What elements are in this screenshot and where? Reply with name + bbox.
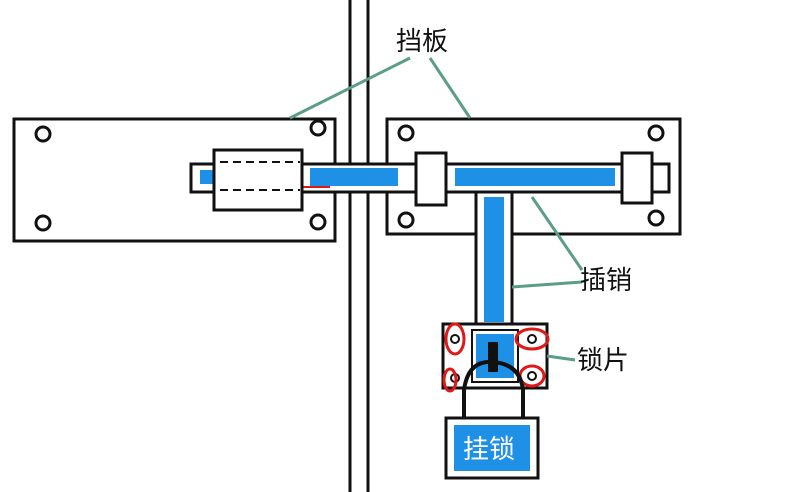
screw-hole <box>397 211 415 229</box>
screw-hole <box>527 334 537 344</box>
left-keeper-sleeve <box>212 148 304 212</box>
screw-hole <box>34 214 52 232</box>
baffle-leader-left <box>289 56 411 120</box>
bolt-leader-lower <box>511 280 583 289</box>
leader-lines <box>289 56 584 362</box>
padlock-shackle <box>462 359 525 421</box>
lock-plate-label: 锁片 <box>577 346 629 376</box>
bolt-guide-block-left <box>414 151 448 207</box>
bolt-leader-upper <box>530 196 584 271</box>
lock-plate <box>441 322 549 390</box>
padlock-label: 挂锁 <box>463 435 515 465</box>
screw-hole <box>647 209 665 227</box>
padlock-body <box>444 416 540 480</box>
bolt-guide-block-right <box>620 151 654 205</box>
baffle-label: 挡板 <box>396 27 448 57</box>
screw-hole <box>309 213 327 231</box>
door-gap <box>348 0 370 492</box>
screw-hole <box>527 371 537 381</box>
baffle-leader-right <box>428 57 472 119</box>
screw-hole <box>34 125 52 143</box>
screw-hole <box>647 124 665 142</box>
screw-hole <box>397 124 415 142</box>
bolt-label: 插销 <box>580 266 632 296</box>
screw-hole <box>309 119 327 137</box>
screw-hole <box>450 334 460 344</box>
lock-plate-leader <box>546 354 576 362</box>
red-highlight-circles <box>442 322 550 393</box>
